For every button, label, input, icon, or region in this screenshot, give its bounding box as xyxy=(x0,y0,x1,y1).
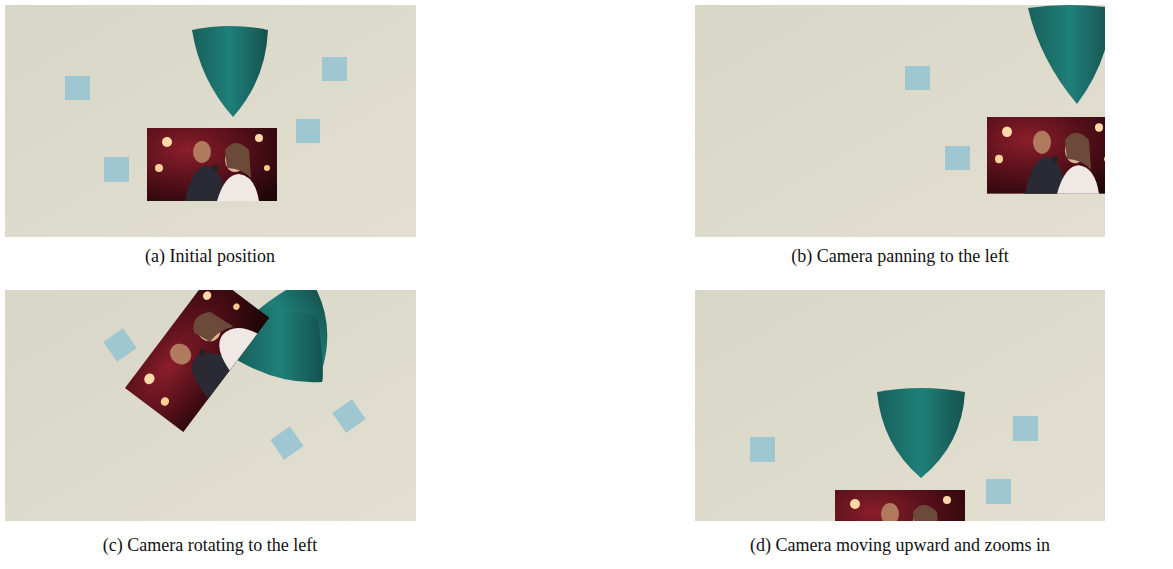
photo-initial xyxy=(5,5,416,237)
figure-caption: (c) Camera rotating to the left xyxy=(101,535,319,556)
figure-caption: (d) Camera moving upward and zooms in xyxy=(748,535,1052,556)
figure-caption: (b) Camera panning to the left xyxy=(789,246,1010,267)
figure-caption: (a) Initial position xyxy=(143,246,277,267)
photo-pan xyxy=(695,5,1105,237)
photo-zoom xyxy=(695,290,1105,521)
photo-rotate xyxy=(5,290,416,521)
